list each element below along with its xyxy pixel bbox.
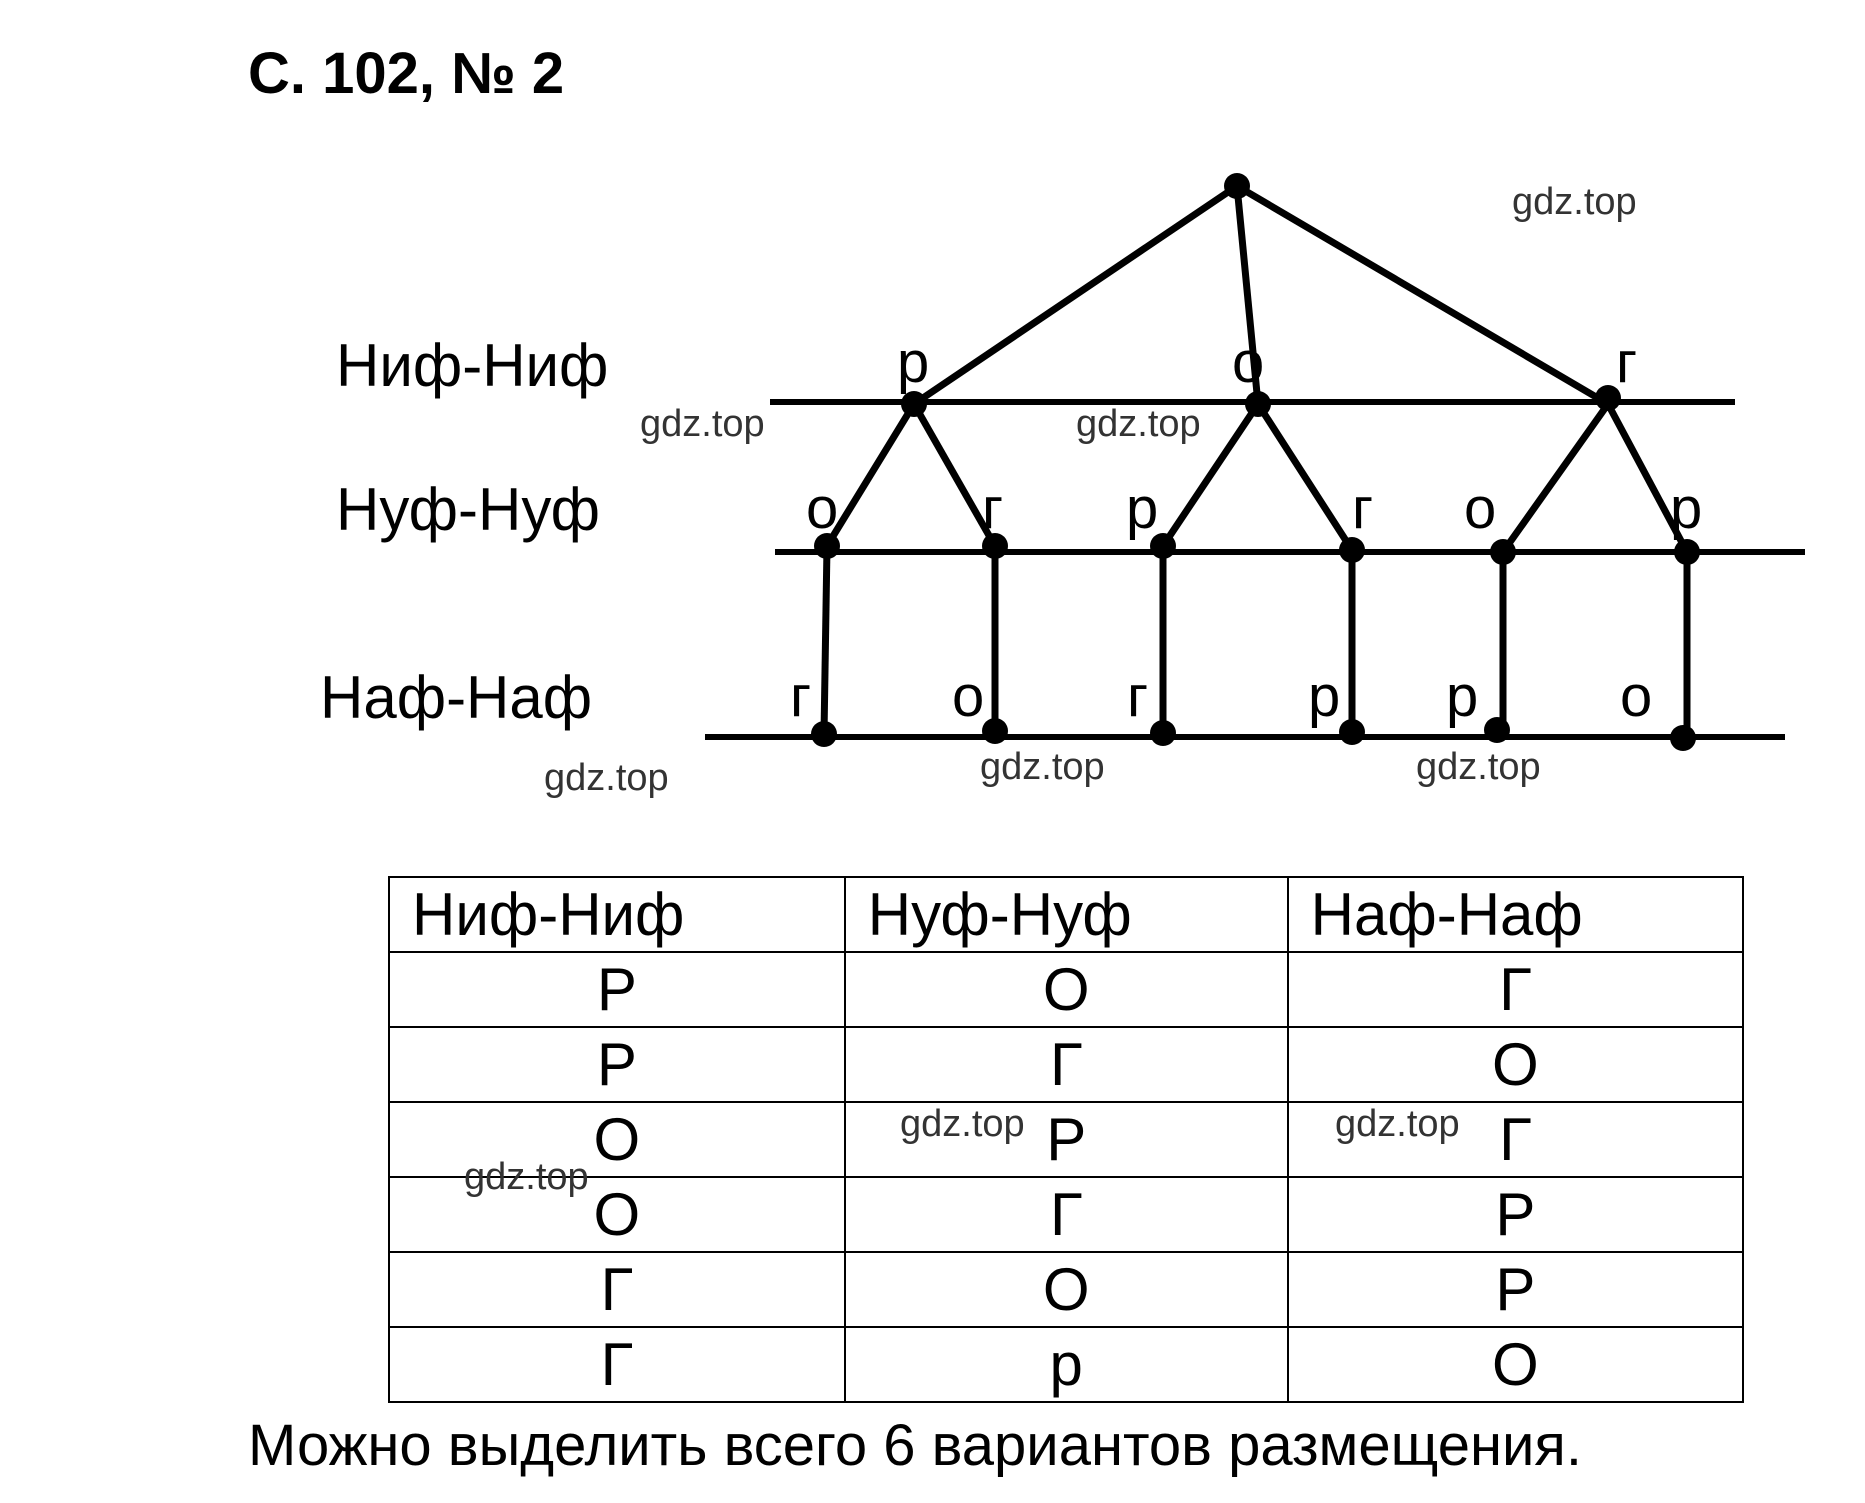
edge-root-g [1235,182,1610,408]
letter-l2-4: г [1352,476,1373,541]
level-label-naff: Наф-Наф [320,664,593,731]
node-l2-5 [1490,539,1516,565]
node-l1-3 [1595,385,1621,411]
watermark: gdz.top [640,403,765,445]
tree-edges [820,182,1691,737]
watermark: gdz.top [544,757,669,799]
watermark: gdz.top [1076,403,1201,445]
node-l1-1 [901,391,927,417]
edge-leaf-1 [820,545,831,735]
table-header-row: Ниф-Ниф Нуф-Нуф Наф-Наф [388,876,1745,953]
node-l3-3 [1150,720,1176,746]
table-row: Р Г О [388,1026,1745,1103]
letter-l1-3: г [1616,330,1637,395]
edge-root-r [912,183,1239,407]
node-l3-4 [1339,719,1365,745]
level-label-nuff: Нуф-Нуф [336,476,601,543]
table-cell: Р [1286,1251,1745,1328]
node-l2-4 [1339,537,1365,563]
page-title: С. 102, № 2 [248,41,565,106]
node-l2-2 [982,533,1008,559]
table-cell: Г [1286,951,1745,1028]
node-letters: р о г о г р г о р г о г р р о [790,330,1702,729]
node-l2-3 [1150,533,1176,559]
node-l1-2 [1245,391,1271,417]
watermark: gdz.top [980,746,1105,788]
edge-g-r [1604,402,1691,554]
table-cell: О [843,951,1289,1028]
table-cell: Г [388,1326,846,1403]
table-header: Нуф-Нуф [843,876,1289,953]
node-l2-1 [814,533,840,559]
letter-l3-3: г [1127,664,1148,729]
letter-l2-3: р [1126,476,1158,541]
table-cell: р [843,1326,1289,1403]
edge-o-r [1160,402,1261,548]
table-cell: Г [1286,1101,1745,1178]
tree-diagram: р о г о г р г о р г о г р р о [705,173,1805,751]
letter-l3-5: р [1446,664,1478,729]
table-cell: Г [843,1176,1289,1253]
node-l3-5 [1484,717,1510,743]
node-l3-1 [811,721,837,747]
edge-r-g [910,402,999,548]
table-cell: О [388,1176,846,1253]
node-root [1224,173,1250,199]
table-cell: О [843,1251,1289,1328]
table-cell: Р [388,951,846,1028]
watermark: gdz.top [900,1103,1025,1145]
letter-l3-6: о [1620,664,1652,729]
letter-l3-4: р [1308,664,1340,729]
letter-l3-1: г [790,664,811,729]
conclusion-text: Можно выделить всего 6 вариантов размеще… [248,1413,1582,1478]
table-header: Наф-Наф [1286,876,1745,953]
letter-l1-2: о [1232,330,1264,395]
edge-r-o [824,402,917,548]
letter-l2-2: г [982,476,1003,541]
table-cell: Р [843,1101,1289,1178]
table-row: О Р Г [388,1101,1745,1178]
table-row: Р О Г [388,951,1745,1028]
watermark: gdz.top [464,1156,589,1198]
table-row: Г р О [388,1326,1745,1403]
table-cell: О [1286,1326,1745,1403]
edge-g-o [1500,401,1611,555]
letter-l2-6: р [1670,476,1702,541]
node-l3-6 [1670,725,1696,751]
letter-l1-1: р [897,330,929,395]
table-header: Ниф-Ниф [388,876,846,953]
table-cell: О [1286,1026,1745,1103]
watermark: gdz.top [1512,181,1637,223]
tree-nodes [811,173,1700,751]
table-cell: Р [1286,1176,1745,1253]
letter-l2-5: о [1464,476,1496,541]
edge-root-o [1233,185,1262,405]
watermark: gdz.top [1416,746,1541,788]
edge-o-g [1255,402,1355,552]
arrangements-table: Ниф-Ниф Нуф-Нуф Наф-Наф Р О Г Р Г О О Р … [388,876,1745,1403]
letter-l2-1: о [806,476,838,541]
node-l2-6 [1674,539,1700,565]
level-label-niff: Ниф-Ниф [336,332,609,399]
table-cell: Р [388,1026,846,1103]
table-cell: О [388,1101,846,1178]
table-cell: Г [388,1251,846,1328]
letter-l3-2: о [952,664,984,729]
node-l3-2 [982,718,1008,744]
table-cell: Г [843,1026,1289,1103]
table-row: О Г Р [388,1176,1745,1253]
watermark: gdz.top [1335,1103,1460,1145]
table-row: Г О Р [388,1251,1745,1328]
